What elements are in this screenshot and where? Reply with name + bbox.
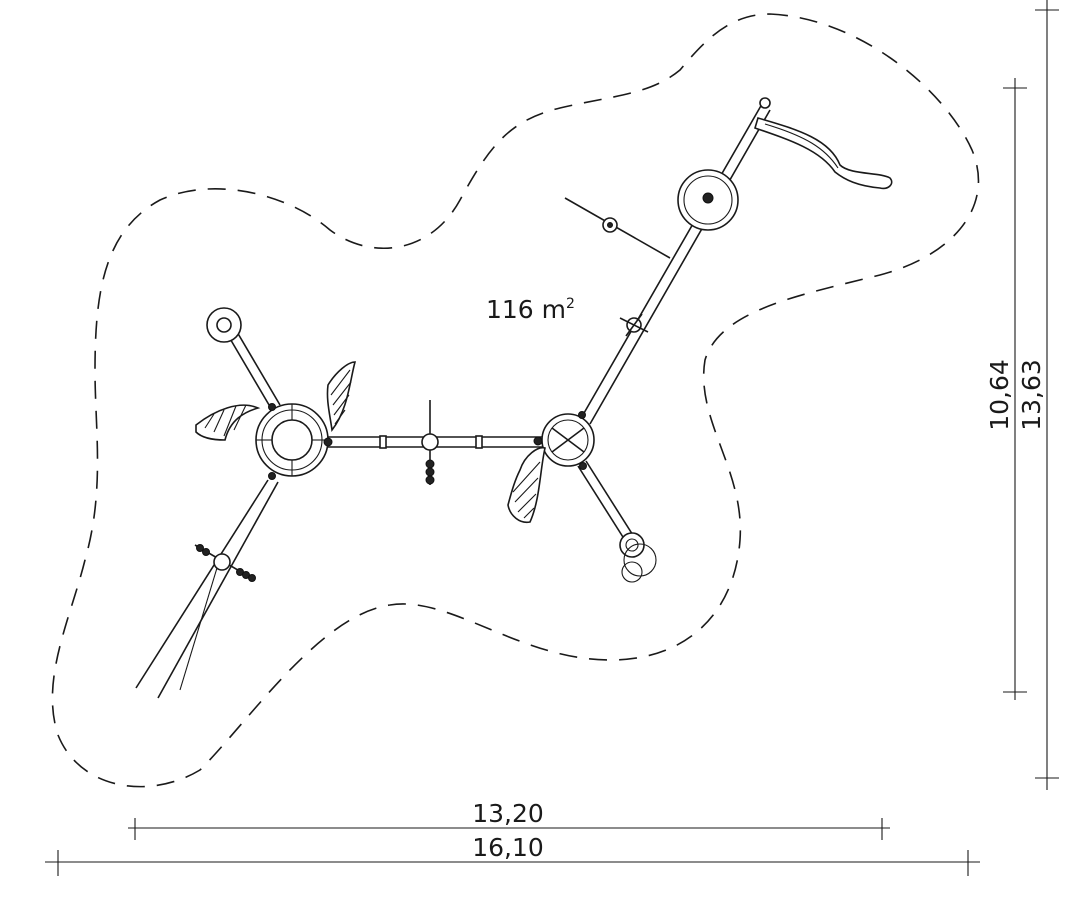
dimension-label-outer-height: 13,63	[1017, 359, 1046, 431]
center-post	[379, 400, 483, 485]
safety-zone-boundary	[51, 13, 980, 788]
dimension-label-inner-width: 13,20	[472, 799, 544, 828]
left-hub	[255, 403, 333, 480]
climbing-net-left	[195, 404, 261, 441]
zipline-bar	[564, 197, 671, 259]
right-hub	[533, 411, 595, 470]
beaded-bar	[194, 544, 256, 582]
dimension-label-inner-height: 10,64	[985, 359, 1014, 431]
dimension-label-outer-width: 16,10	[472, 833, 544, 862]
dimension-line-outer-height	[1035, 0, 1059, 790]
ring-element	[619, 532, 657, 583]
post-top-left	[206, 307, 242, 343]
beam-structure	[135, 103, 771, 699]
dimension-line-outer-width	[45, 850, 980, 876]
beam-connector-star	[619, 313, 649, 337]
climbing-net-upper	[326, 361, 357, 432]
post-cap-top	[759, 97, 771, 109]
area-label: 116 m2	[486, 295, 575, 324]
slide	[754, 117, 893, 190]
spinner-disc	[677, 169, 739, 231]
climbing-net-lower	[507, 446, 546, 524]
dimension-line-inner-width	[128, 818, 890, 840]
dimension-line-inner-height	[1003, 78, 1027, 700]
